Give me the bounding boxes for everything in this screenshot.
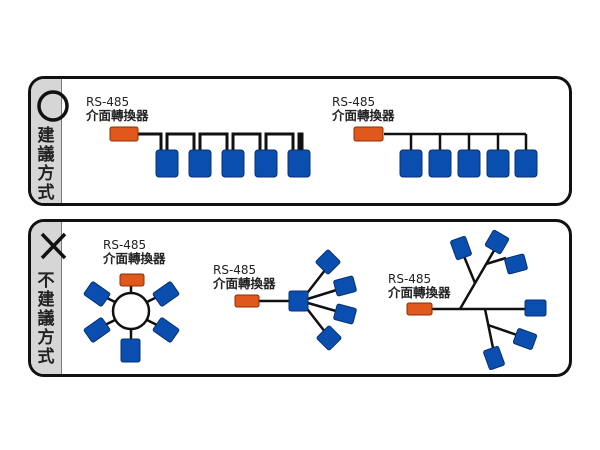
device xyxy=(83,281,111,307)
not-recommended-label-char: 不 xyxy=(37,271,55,291)
device xyxy=(152,281,180,307)
device xyxy=(152,317,180,343)
device xyxy=(83,317,111,343)
converter-label: RS-485 介面轉換器 xyxy=(213,263,276,291)
recommended-label-char: 式 xyxy=(37,183,55,203)
recommended-circle-icon xyxy=(37,90,69,122)
device xyxy=(484,229,510,255)
device xyxy=(333,303,357,325)
ring-wire xyxy=(111,291,151,331)
device xyxy=(457,149,481,178)
converter-label: RS-485 介面轉換器 xyxy=(86,95,149,123)
not-recommended-label-char: 議 xyxy=(37,309,55,329)
cross-icon xyxy=(40,232,67,260)
not-recommended-label-char: 式 xyxy=(37,347,55,367)
not-recommended-label-char: 方 xyxy=(37,328,55,348)
recommended-label-char: 建 xyxy=(37,126,55,146)
device xyxy=(450,235,472,261)
converter-label: RS-485 介面轉換器 xyxy=(332,95,395,123)
star-topology xyxy=(234,249,357,351)
device xyxy=(514,149,538,178)
device xyxy=(315,249,341,275)
not-recommended-label-char: 建 xyxy=(37,290,55,310)
tree-topology xyxy=(406,229,547,371)
device xyxy=(221,149,245,178)
daisy-chain-topology xyxy=(109,126,311,178)
device xyxy=(483,345,505,371)
wire-segment xyxy=(146,318,158,327)
recommended-diagram xyxy=(37,90,538,178)
not-recommended-sidebar xyxy=(31,222,62,374)
converter xyxy=(353,126,384,142)
converter xyxy=(406,302,433,316)
device xyxy=(120,338,141,363)
ring-topology xyxy=(83,273,180,363)
wire-segment xyxy=(458,241,501,310)
device xyxy=(524,299,547,317)
not-recommended-diagram xyxy=(40,229,547,371)
wire-segment xyxy=(40,232,67,260)
device xyxy=(188,149,212,178)
bus-topology xyxy=(353,126,538,178)
device xyxy=(512,328,538,350)
recommended-panel: 建 議 方 式 RS-485 介面轉換器 RS-485 介面轉換器 xyxy=(28,76,572,206)
recommended-label-char: 議 xyxy=(37,145,55,165)
wire-segment xyxy=(483,308,495,349)
converter xyxy=(234,294,260,308)
not-recommended-panel: 不 建 議 方 式 RS-485 介面轉換器 RS-485 介面轉換器 RS-4… xyxy=(28,219,572,377)
hub-device xyxy=(288,290,309,312)
wire-segment xyxy=(487,323,518,337)
device xyxy=(333,275,357,297)
device xyxy=(155,149,179,178)
converter xyxy=(119,273,145,287)
device xyxy=(316,325,342,351)
device xyxy=(504,253,528,275)
converter xyxy=(109,126,139,142)
device xyxy=(428,149,452,178)
recommended-label-char: 方 xyxy=(37,164,55,184)
converter-label: RS-485 介面轉換器 xyxy=(388,272,451,300)
device xyxy=(486,149,510,178)
device xyxy=(399,149,423,178)
converter-label: RS-485 介面轉換器 xyxy=(103,238,166,266)
recommended-sidebar xyxy=(31,79,62,203)
device xyxy=(287,149,311,178)
wire-segment xyxy=(485,256,507,266)
device xyxy=(254,149,278,178)
